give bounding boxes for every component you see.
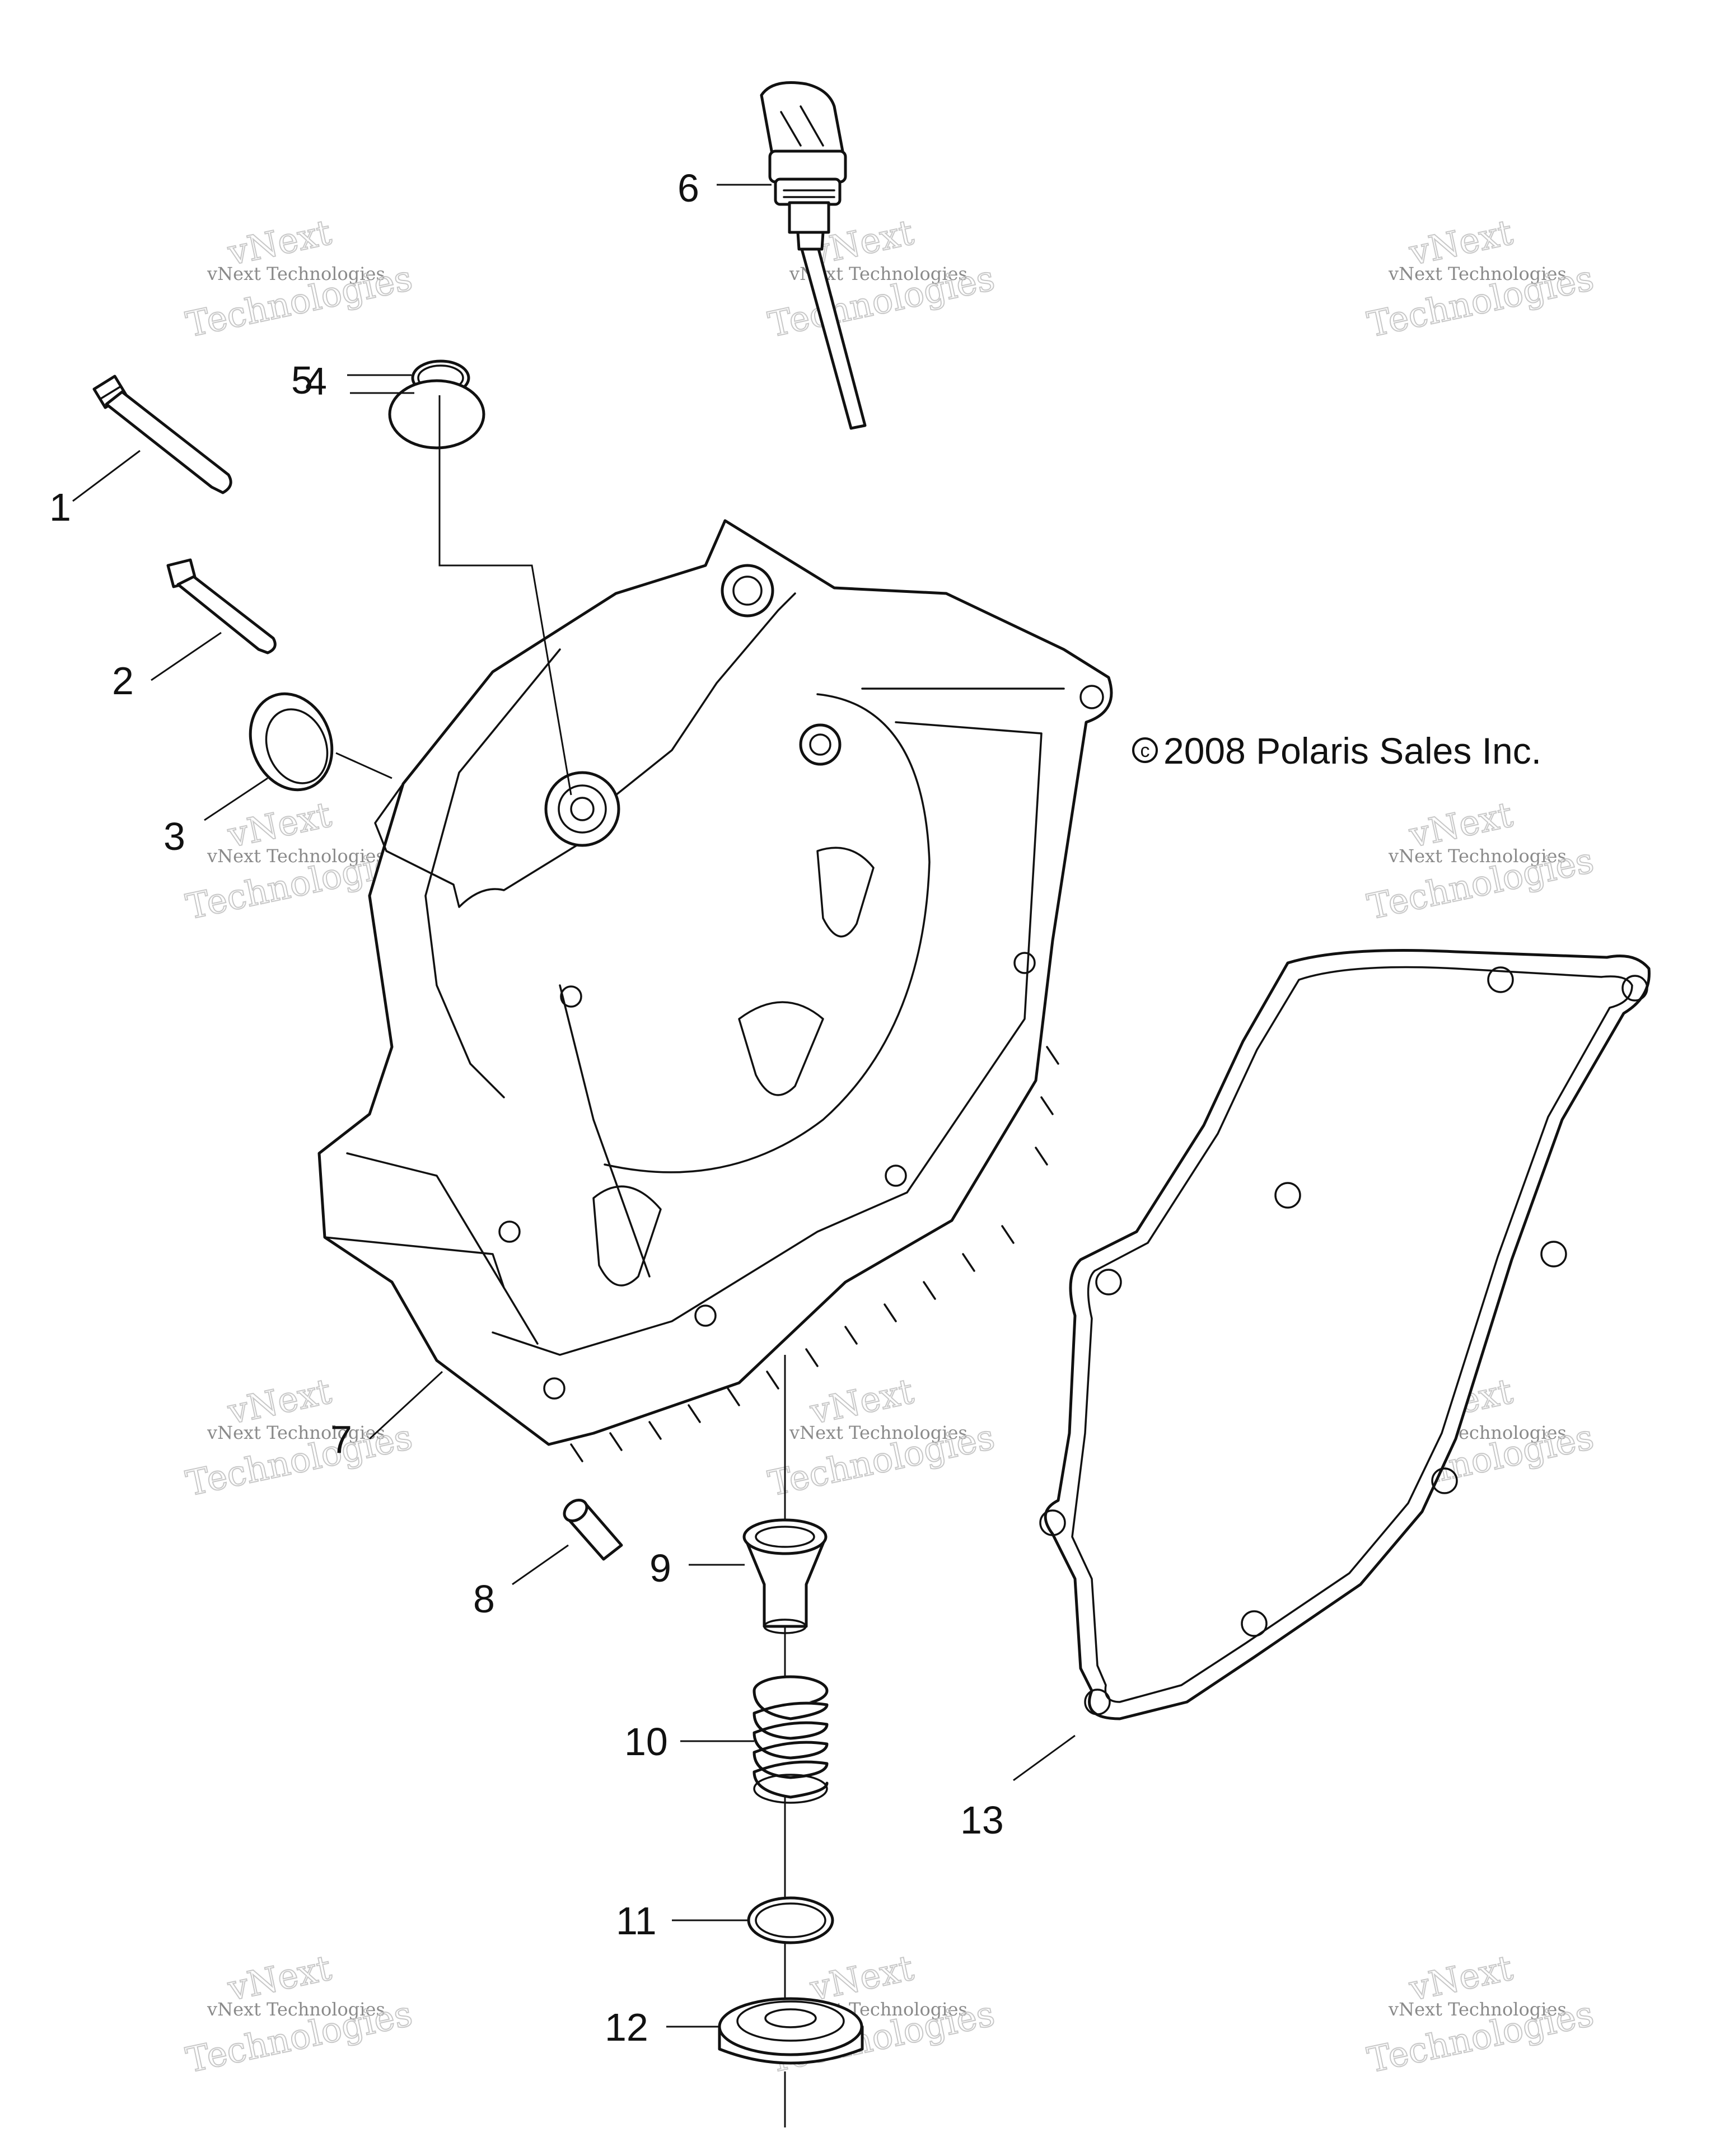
callout-3: 3	[163, 815, 185, 858]
callouts: 1 2 3 4 5 6 7 8 9 10 11 12 13	[49, 166, 1004, 2049]
watermark-line3: vNext Technologies	[789, 1422, 968, 1443]
part-5-plug	[388, 379, 485, 450]
watermark-line3: vNext Technologies	[207, 1422, 385, 1443]
callout-11: 11	[616, 1899, 657, 1943]
part-13-gasket	[1039, 949, 1651, 1720]
part-8-dowel-pin	[563, 1498, 623, 1561]
part-1-bolt	[92, 375, 232, 494]
callout-9: 9	[649, 1546, 671, 1590]
leader-lines	[72, 184, 1076, 2127]
part-10-spring	[752, 1675, 829, 1804]
watermark-line3: vNext Technologies	[1388, 1999, 1567, 2020]
part-9-valve-cup	[742, 1518, 828, 1634]
copyright: c 2008 Polaris Sales Inc.	[1132, 730, 1541, 771]
watermark-line3: vNext Technologies	[1388, 845, 1567, 867]
part-6-dipstick	[760, 81, 867, 430]
part-7-cover	[317, 519, 1113, 1462]
watermark: vNext vNext Technologies Technologies	[1363, 793, 1598, 928]
callout-5-label: 5	[291, 358, 313, 402]
callout-4: 4	[305, 359, 327, 403]
callout-12: 12	[605, 2005, 648, 2049]
copyright-symbol: c	[1141, 740, 1150, 761]
copyright-text: 2008 Polaris Sales Inc.	[1163, 730, 1541, 771]
copyright-circle-icon	[1132, 737, 1158, 763]
watermark: vNext vNext Technologies Technologies	[182, 1947, 417, 2081]
watermark-line3: vNext Technologies	[1388, 263, 1567, 284]
watermark: vNext vNext Technologies Technologies	[182, 211, 417, 345]
part-2-bolt	[166, 558, 277, 654]
callout-7: 7	[330, 1418, 352, 1461]
callout-13: 13	[960, 1798, 1004, 1842]
watermark-line3: vNext Technologies	[207, 1999, 385, 2020]
part-3-seal	[249, 692, 334, 792]
callout-8: 8	[473, 1577, 495, 1621]
watermark-line3: vNext Technologies	[207, 263, 385, 284]
watermark: vNext vNext Technologies Technologies	[1363, 1947, 1598, 2081]
part-12-plug-cap	[718, 1997, 864, 2065]
watermark-line3: vNext Technologies	[207, 845, 385, 867]
part-11-o-ring	[747, 1896, 834, 1944]
callout-10: 10	[624, 1720, 668, 1764]
callout-1: 1	[49, 485, 71, 529]
watermark: vNext vNext Technologies Technologies	[764, 1370, 999, 1504]
watermark: vNext vNext Technologies Technologies	[1363, 211, 1598, 345]
watermark: vNext vNext Technologies Technologies	[182, 1370, 417, 1504]
callout-2: 2	[112, 659, 134, 703]
callout-6: 6	[677, 166, 699, 210]
